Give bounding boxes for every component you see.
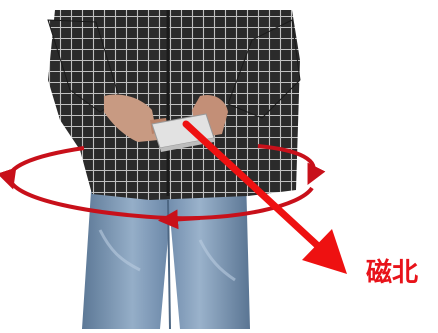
magnetic-north-label: 磁北 [366,260,418,286]
checkered-shirt [48,10,300,200]
